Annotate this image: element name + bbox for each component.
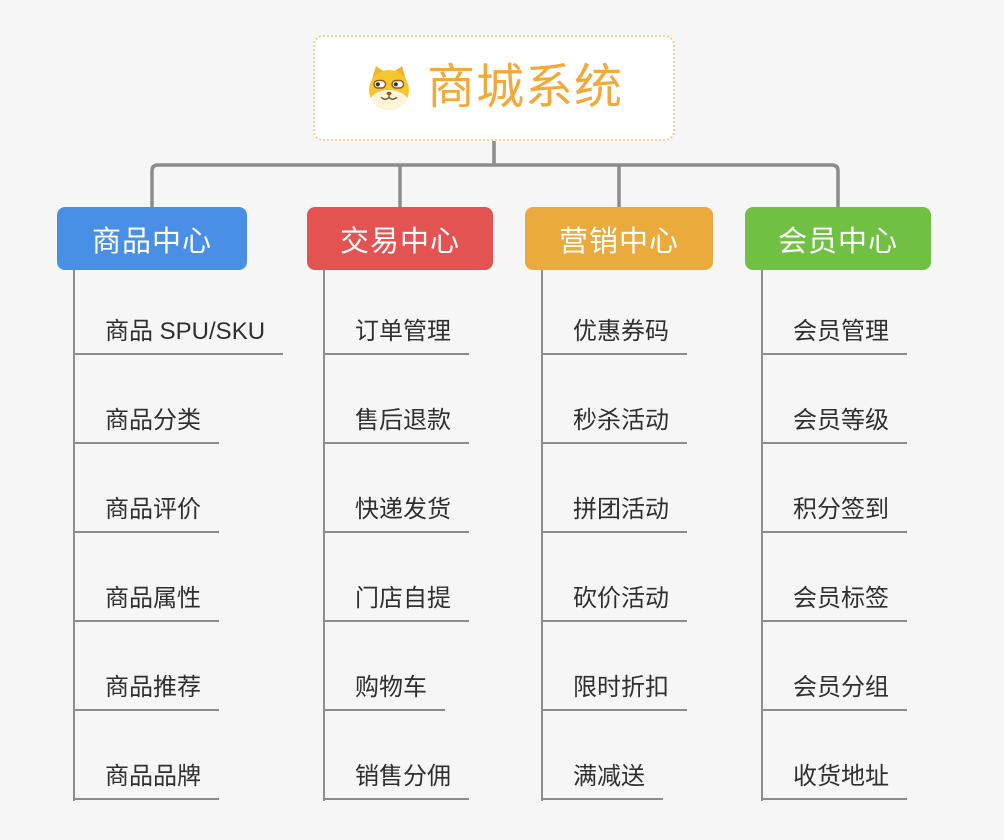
- branch-bracket-line: [150, 163, 840, 207]
- leaf-label[interactable]: 满减送: [541, 756, 663, 800]
- leaf-label[interactable]: 门店自提: [323, 578, 469, 622]
- leaf-label[interactable]: 售后退款: [323, 400, 469, 444]
- leaf-node: 订单管理: [323, 270, 493, 355]
- leaf-node: 优惠券码: [541, 270, 713, 355]
- leaf-node: 售后退款: [323, 355, 493, 444]
- leaf-label[interactable]: 商品 SPU/SKU: [73, 311, 284, 355]
- doge-icon: [368, 66, 409, 110]
- branch-column-trade: 交易中心 订单管理 售后退款 快递发货 门店自提 购物车 销售分佣: [307, 207, 493, 801]
- branch-trunk-line: [323, 270, 325, 801]
- leaf-node: 购物车: [323, 622, 493, 711]
- leaf-label[interactable]: 砍价活动: [541, 578, 687, 622]
- leaf-node: 会员管理: [761, 270, 931, 355]
- leaf-label[interactable]: 商品品牌: [73, 756, 219, 800]
- branch-node-trade-center[interactable]: 交易中心: [307, 207, 493, 270]
- branch-trunk-line: [541, 270, 543, 801]
- branch-column-member: 会员中心 会员管理 会员等级 积分签到 会员标签 会员分组 收货地址: [745, 207, 931, 801]
- leaf-node: 秒杀活动: [541, 355, 713, 444]
- branch-node-product-center[interactable]: 商品中心: [57, 207, 247, 270]
- leaf-node: 会员分组: [761, 622, 931, 711]
- leaf-label[interactable]: 会员标签: [761, 578, 907, 622]
- root-node-mall-system[interactable]: 商城系统: [313, 35, 675, 141]
- leaf-label[interactable]: 会员等级: [761, 400, 907, 444]
- leaf-node: 销售分佣: [323, 711, 493, 800]
- leaf-node: 拼团活动: [541, 444, 713, 533]
- leaf-label[interactable]: 积分签到: [761, 489, 907, 533]
- leaf-node: 积分签到: [761, 444, 931, 533]
- leaf-node: 限时折扣: [541, 622, 713, 711]
- leaf-node: 会员标签: [761, 533, 931, 622]
- leaf-node: 会员等级: [761, 355, 931, 444]
- leaf-label[interactable]: 限时折扣: [541, 667, 687, 711]
- branch-node-marketing-center[interactable]: 营销中心: [525, 207, 713, 270]
- leaf-node: 收货地址: [761, 711, 931, 800]
- leaf-label[interactable]: 购物车: [323, 667, 445, 711]
- leaf-node: 商品属性: [73, 533, 247, 622]
- leaf-label[interactable]: 优惠券码: [541, 311, 687, 355]
- branch-node-member-center[interactable]: 会员中心: [745, 207, 931, 270]
- leaf-label[interactable]: 商品评价: [73, 489, 219, 533]
- leaf-node: 快递发货: [323, 444, 493, 533]
- leaf-node: 门店自提: [323, 533, 493, 622]
- root-title: 商城系统: [426, 61, 623, 114]
- leaf-label[interactable]: 会员分组: [761, 667, 907, 711]
- leaf-label[interactable]: 快递发货: [323, 489, 469, 533]
- leaf-label[interactable]: 订单管理: [323, 311, 469, 355]
- branch-column-product: 商品中心 商品 SPU/SKU 商品分类 商品评价 商品属性 商品推荐 商品品牌: [57, 207, 284, 801]
- leaf-node: 商品推荐: [73, 622, 247, 711]
- branch-trunk-line: [73, 270, 75, 801]
- leaf-node: 砍价活动: [541, 533, 713, 622]
- leaf-node: 商品 SPU/SKU: [73, 270, 284, 355]
- branch-trunk-line: [761, 270, 763, 801]
- leaf-node: 满减送: [541, 711, 713, 800]
- leaf-label[interactable]: 商品属性: [73, 578, 219, 622]
- leaf-label[interactable]: 销售分佣: [323, 756, 469, 800]
- leaf-node: 商品分类: [73, 355, 247, 444]
- leaf-label[interactable]: 商品推荐: [73, 667, 219, 711]
- leaf-node: 商品品牌: [73, 711, 247, 800]
- leaf-label[interactable]: 秒杀活动: [541, 400, 687, 444]
- leaf-label[interactable]: 收货地址: [761, 756, 907, 800]
- leaf-label[interactable]: 会员管理: [761, 311, 907, 355]
- branch-column-marketing: 营销中心 优惠券码 秒杀活动 拼团活动 砍价活动 限时折扣 满减送: [525, 207, 713, 801]
- leaf-node: 商品评价: [73, 444, 247, 533]
- leaf-label[interactable]: 商品分类: [73, 400, 219, 444]
- leaf-label[interactable]: 拼团活动: [541, 489, 687, 533]
